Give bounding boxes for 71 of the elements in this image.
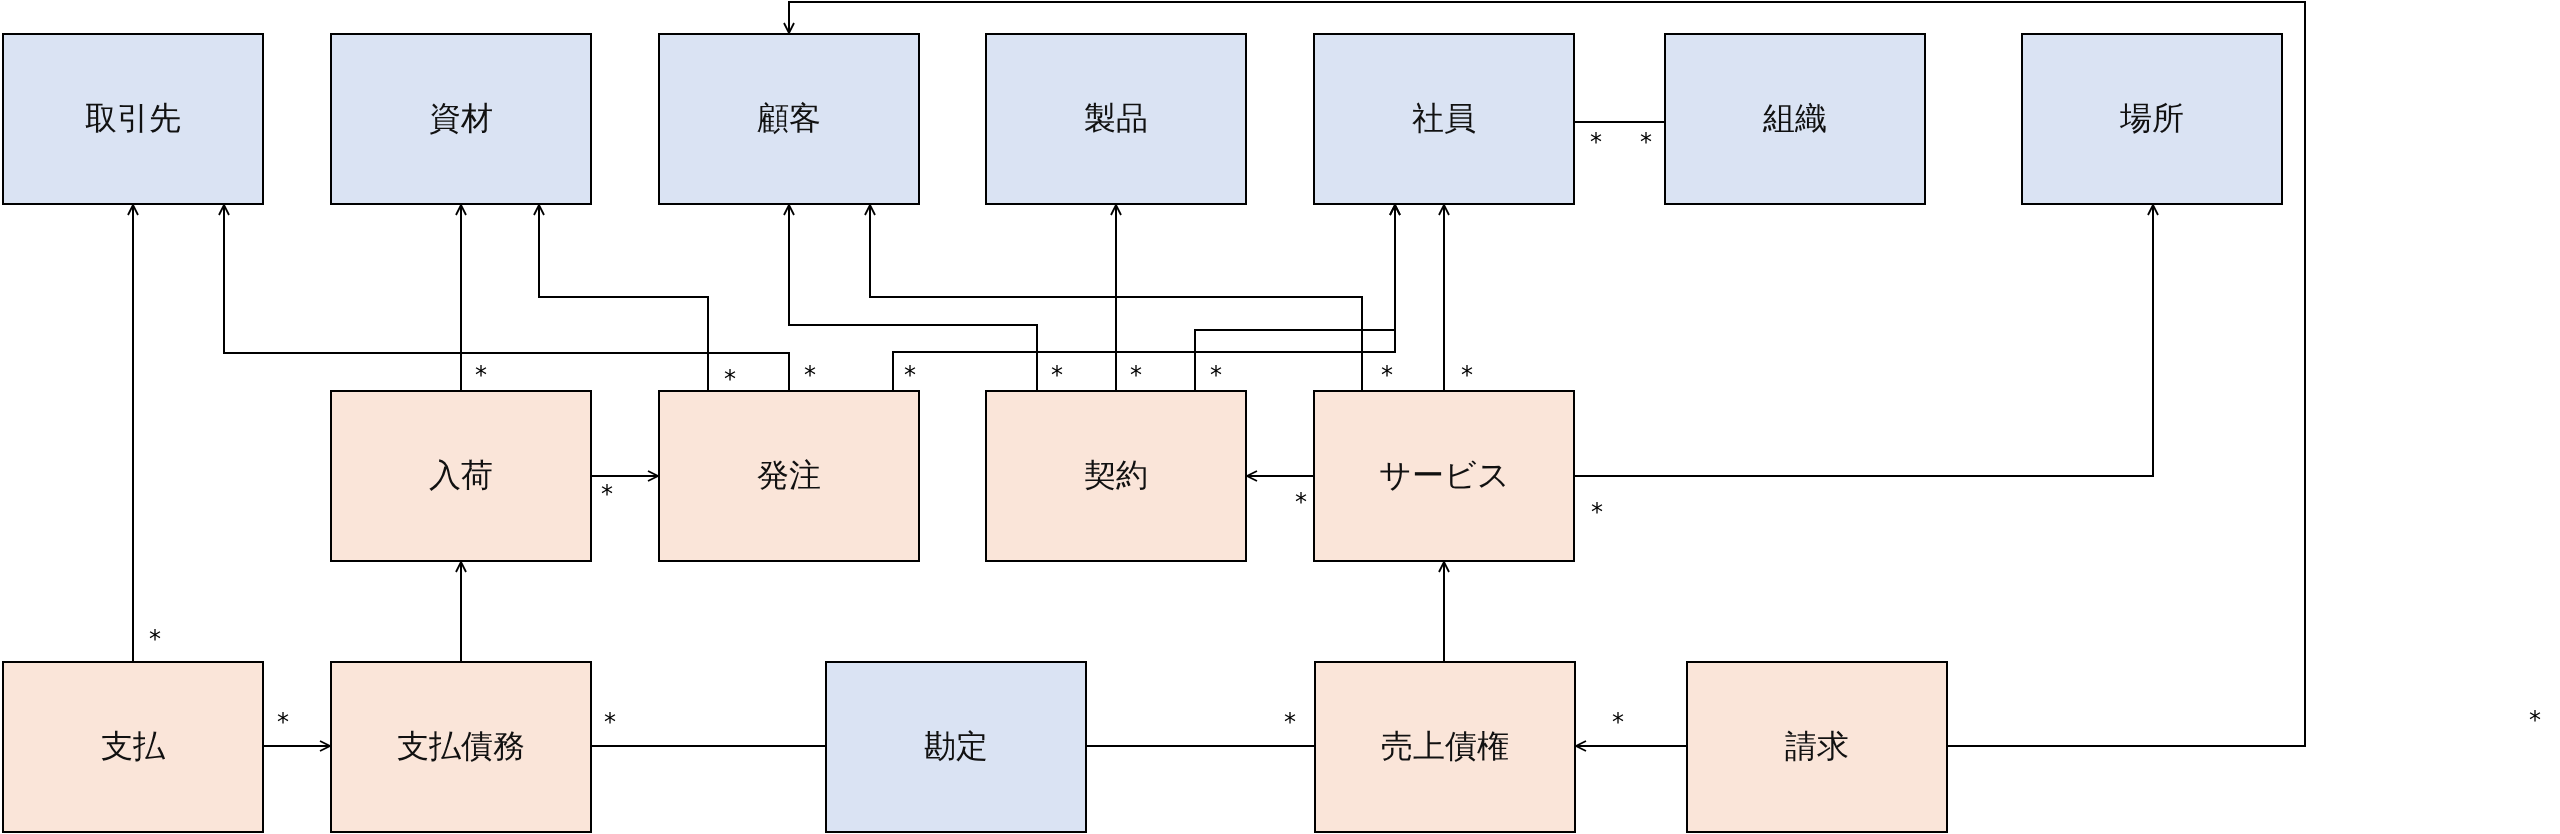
- arrow: [455, 561, 467, 662]
- entity-box: [1686, 661, 1948, 833]
- entity-box: [1314, 661, 1576, 833]
- entity-name: 支払: [101, 726, 165, 767]
- multiplicity-label: *: [1284, 710, 1296, 734]
- multiplicity-label: *: [1461, 363, 1473, 387]
- entity-name: サービス: [1378, 455, 1510, 496]
- entity-name: 支払債務: [397, 726, 525, 767]
- arrow: [533, 204, 709, 391]
- entity-box: [2021, 33, 2283, 205]
- entity-box: [1313, 390, 1575, 562]
- multiplicity-label: *: [1612, 710, 1624, 734]
- entity-box: [330, 661, 592, 833]
- multiplicity-label: *: [1640, 130, 1652, 154]
- arrow: [1194, 204, 1401, 391]
- multiplicity-label: *: [904, 363, 916, 387]
- arrow: [1575, 740, 1687, 752]
- multiplicity-label: *: [1590, 130, 1602, 154]
- multiplicity-label: *: [149, 627, 161, 651]
- entity-box: [658, 390, 920, 562]
- entity-name: 勘定: [924, 726, 988, 767]
- multiplicity-label: *: [277, 710, 289, 734]
- entity-box: [825, 661, 1087, 833]
- connector-line: [1086, 745, 1315, 747]
- entity-box: [1313, 33, 1575, 205]
- entity-name: 売上債権: [1381, 726, 1509, 767]
- connector-line: [591, 745, 826, 747]
- arrow: [218, 204, 790, 391]
- entity-box: [2, 661, 264, 833]
- entity-name: 製品: [1084, 98, 1148, 139]
- multiplicity-label: *: [1130, 363, 1142, 387]
- multiplicity-label: *: [604, 710, 616, 734]
- arrow: [455, 204, 467, 391]
- connector-line: [1574, 121, 1665, 123]
- entity-box: [985, 390, 1247, 562]
- entity-name: 組織: [1763, 98, 1827, 139]
- entity-name: 社員: [1412, 98, 1476, 139]
- arrow: [1110, 204, 1122, 391]
- arrow: [263, 740, 331, 752]
- arrow: [783, 204, 1038, 391]
- multiplicity-label: *: [601, 482, 613, 506]
- entity-box: [985, 33, 1247, 205]
- multiplicity-label: *: [1591, 500, 1603, 524]
- entity-name: 入荷: [429, 455, 493, 496]
- arrow: [127, 204, 139, 662]
- entity-box: [330, 390, 592, 562]
- arrow: [1438, 204, 1450, 391]
- multiplicity-label: *: [1295, 490, 1307, 514]
- arrow: [1574, 204, 2159, 477]
- arrow: [783, 1, 2306, 747]
- arrow: [1246, 470, 1314, 482]
- entity-box: [330, 33, 592, 205]
- entity-name: 資材: [429, 98, 493, 139]
- entity-name: 発注: [757, 455, 821, 496]
- multiplicity-label: *: [1381, 363, 1393, 387]
- arrow: [1438, 561, 1450, 662]
- entity-box: [1664, 33, 1926, 205]
- multiplicity-label: *: [1210, 363, 1222, 387]
- multiplicity-label: *: [724, 367, 736, 391]
- entity-name: 契約: [1084, 455, 1148, 496]
- entity-box: [2, 33, 264, 205]
- entity-box: [658, 33, 920, 205]
- multiplicity-label: *: [475, 363, 487, 387]
- arrow: [591, 470, 659, 482]
- entity-name: 取引先: [85, 98, 181, 139]
- entity-name: 場所: [2120, 98, 2184, 139]
- multiplicity-label: *: [2529, 708, 2541, 732]
- entity-name: 顧客: [757, 98, 821, 139]
- multiplicity-label: *: [804, 363, 816, 387]
- multiplicity-label: *: [1051, 363, 1063, 387]
- entity-name: 請求: [1785, 726, 1849, 767]
